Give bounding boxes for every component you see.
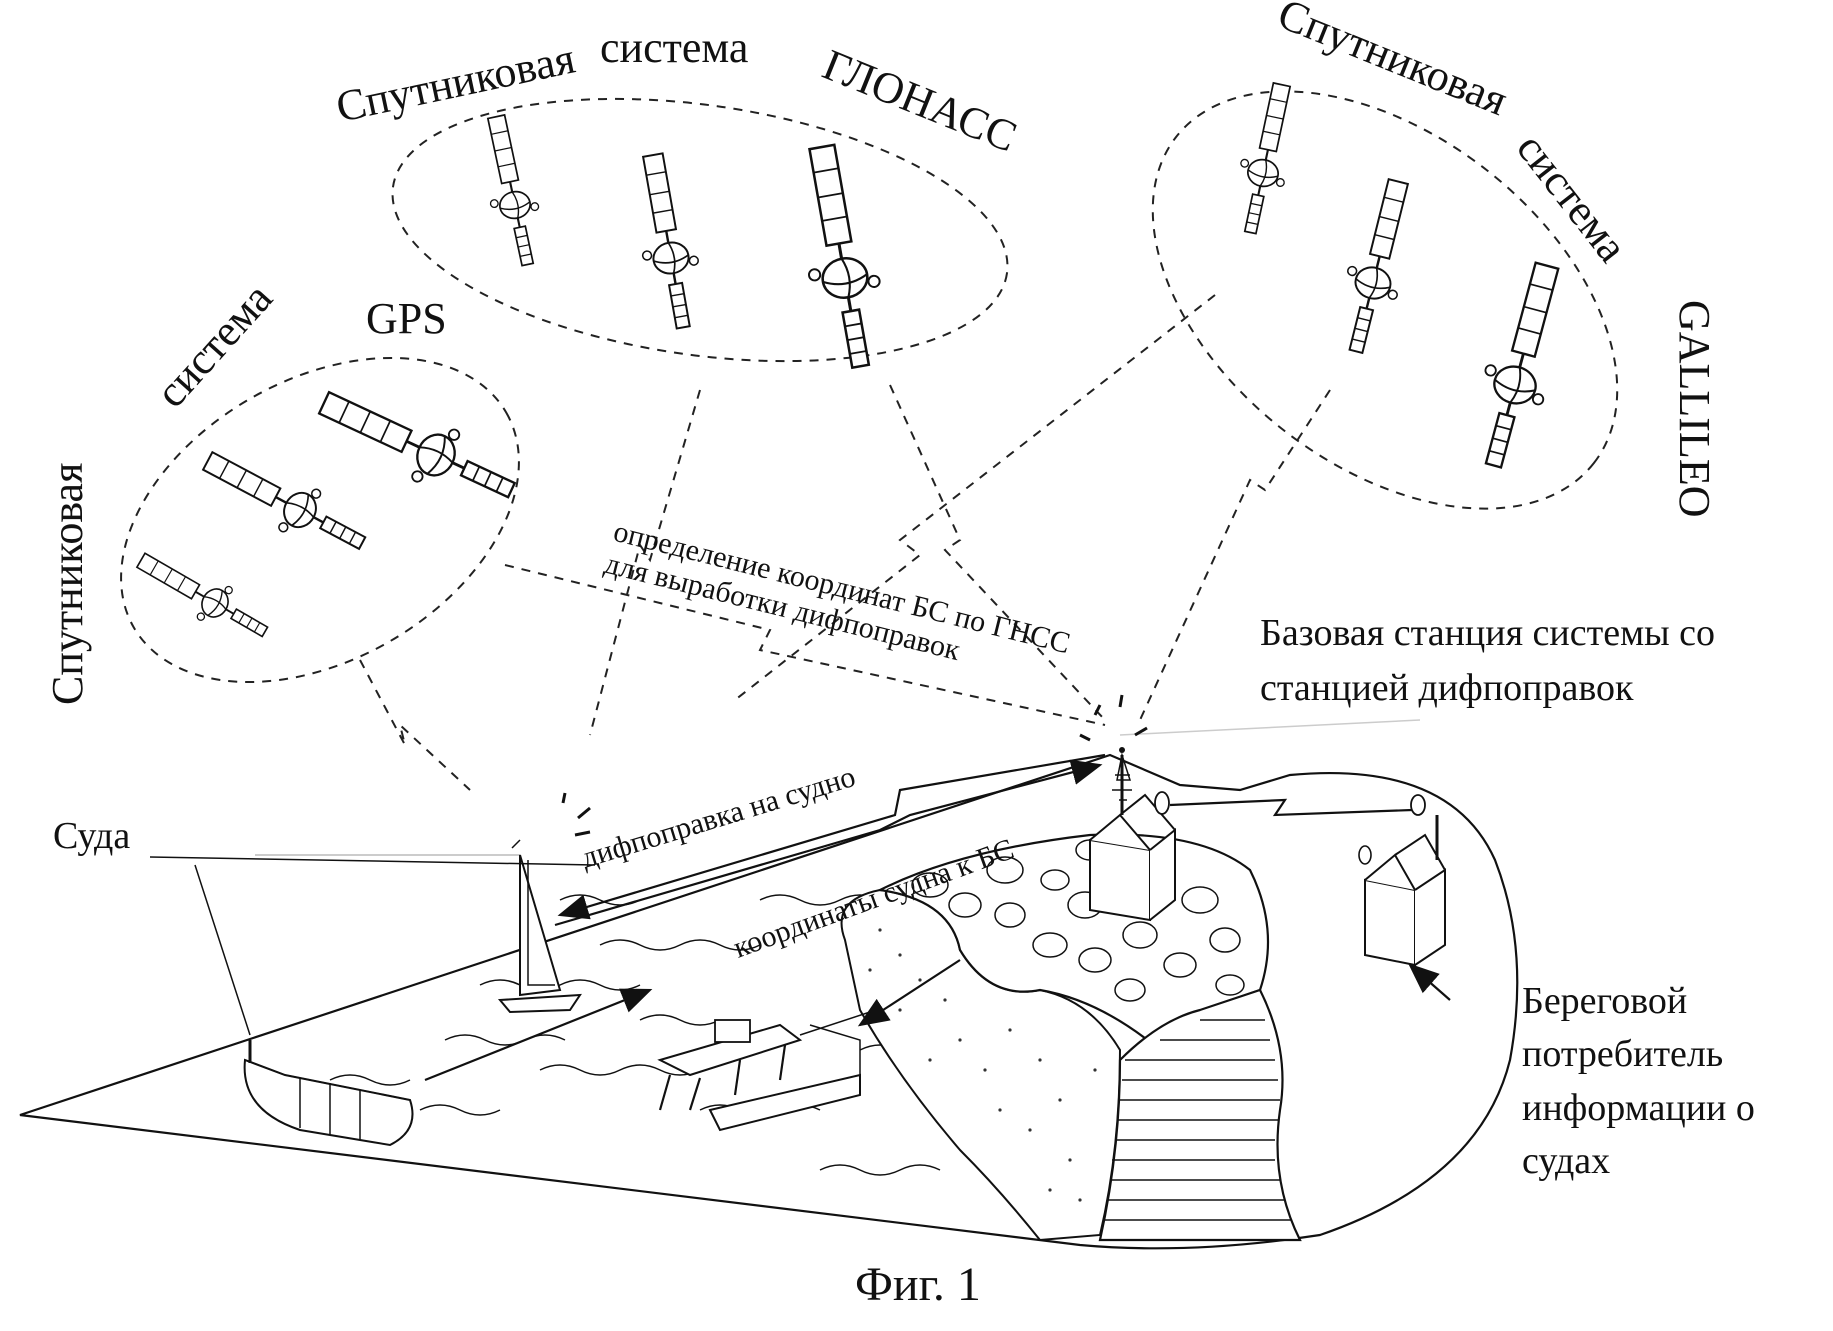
shore-consumer-label-4: судах: [1522, 1140, 1610, 1182]
cargo-ship-icon: [243, 1040, 414, 1147]
satellite-icon: [308, 373, 527, 522]
satellite-icon: [1460, 255, 1579, 475]
base-station-label-2: станцией дифпоправок: [1260, 667, 1634, 709]
galileo-label-1: Спутниковая: [1271, 0, 1514, 125]
shore-consumer-label-2: потребитель: [1522, 1033, 1723, 1075]
ships-label: Суда: [53, 815, 130, 857]
satellite-icon: [1226, 78, 1306, 239]
satellite-icon: [624, 149, 711, 334]
ship-coords-arrow: [554, 759, 1103, 927]
gps-label-2: система: [146, 274, 282, 417]
sand-dots: [868, 928, 1097, 1202]
glonass-label-1: Спутниковая: [332, 33, 579, 131]
horizon-line-2: [1119, 719, 1421, 736]
figure-caption: Фиг. 1: [855, 1258, 981, 1311]
glonass-label-2: система: [600, 23, 748, 72]
ships-pointer-line-2: [149, 856, 596, 866]
galileo-label-3: GALLILEO: [1670, 300, 1719, 518]
gps-orbit: [120, 356, 520, 684]
sailboat-icon: [497, 839, 582, 1014]
hatching: [1105, 1019, 1292, 1221]
glonass-label-3: ГЛОНАСС: [816, 40, 1023, 162]
correction-to-ship-label: дифпоправка на судно: [577, 760, 859, 875]
shore-consumer-label-3: информации о: [1522, 1087, 1755, 1129]
satellite-icon: [1328, 173, 1426, 359]
satellite-icon: [785, 139, 896, 374]
shore-link-arrow: [1408, 963, 1451, 1001]
hatched-land: [1098, 988, 1302, 1242]
signal-marks: [561, 694, 1148, 837]
ship-to-station-line: [424, 988, 653, 1082]
gps-label-1: Спутниковая: [43, 463, 92, 705]
satellite-signal-lines: [359, 294, 1331, 791]
base-station-label-1: Базовая станция системы со: [1260, 612, 1715, 654]
radio-link: [1169, 798, 1413, 817]
shore-consumer-building-icon: [1358, 794, 1446, 967]
correction-to-ship-arrow: [557, 753, 1106, 920]
galileo-label-2: система: [1507, 124, 1637, 271]
base-station-icon: [1089, 747, 1176, 922]
ships-pointer-line: [194, 864, 251, 1036]
shore-consumer-label-1: Береговой: [1522, 980, 1687, 1022]
galileo-orbit: [1151, 90, 1619, 510]
glonass-orbit: [391, 97, 1009, 363]
satellite-icon: [193, 436, 376, 569]
sea-outline: [19, 753, 1519, 1250]
satellite-icon: [471, 110, 551, 271]
gps-label-3: GPS: [366, 294, 447, 343]
ship-link: [857, 959, 961, 1027]
satellite-icon: [128, 540, 277, 653]
offshore-platform-icon: [657, 1011, 871, 1132]
